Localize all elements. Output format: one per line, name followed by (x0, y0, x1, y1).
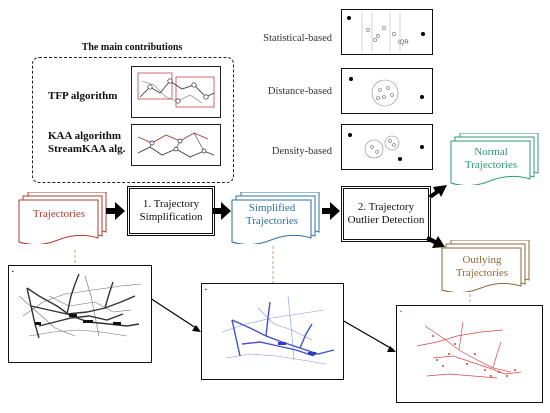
simplified-trajectories-plot: ▪ (201, 283, 344, 380)
trajectory-simplification-step: 1. Trajectory Simplification (127, 186, 215, 236)
arrow-to-outlying-icon (426, 236, 445, 248)
trajectory-outlier-detection-step: 2. Trajectory Outlier Detection (341, 186, 431, 242)
tfp-algorithm-label: TFP algorithm (48, 90, 118, 102)
trajectories-document-stack (18, 192, 107, 244)
outlying-document-stack (441, 240, 530, 292)
simplified-trajectories-label: Simplified Trajectories (245, 202, 299, 227)
outlying-trajectories-label: Outlying Trajectories (455, 254, 509, 279)
svg-text:▪: ▪ (12, 269, 14, 275)
svg-text:▪: ▪ (205, 287, 207, 293)
simplified-document-stack (231, 192, 320, 244)
statistical-based-label: Statistical-based (263, 33, 332, 44)
arrow-to-simplification-icon (106, 202, 125, 220)
arrow-to-normal-icon (428, 185, 447, 198)
density-based-label: Density-based (271, 146, 332, 157)
arrow-to-outlier-detection-icon (322, 202, 340, 220)
arrow-to-simplified-icon (213, 202, 231, 220)
iqr-label: IQR (398, 40, 409, 46)
kaa-thumbnail (131, 124, 221, 166)
normal-document-stack (450, 133, 539, 185)
kaa-algorithm-label: KAA algorithm (48, 130, 122, 142)
svg-text:▪: ▪ (400, 309, 402, 315)
trajectory-outlier-detection-label: 2. Trajectory Outlier Detection (347, 201, 425, 226)
trajectory-simplification-label: 1. Trajectory Simplification (139, 198, 203, 223)
density-panel (341, 124, 433, 170)
trajectories-label: Trajectories (32, 208, 86, 220)
arrow-plot2-to-plot3-icon (387, 346, 396, 352)
outlying-trajectories-plot: ▪ (396, 305, 543, 403)
tfp-thumbnail (131, 66, 221, 118)
main-contributions-box (32, 57, 234, 183)
distance-based-label: Distance-based (267, 86, 332, 97)
arrow-plot1-to-plot2-icon (192, 325, 201, 332)
main-contributions-title: The main contributions (81, 42, 183, 53)
raw-trajectories-plot: ▪ (8, 265, 152, 363)
normal-trajectories-label: Normal Trajectories (464, 146, 518, 171)
distance-panel (341, 68, 433, 114)
statistical-panel: IQR (341, 9, 433, 55)
streamkaa-algorithm-label: StreamKAA alg. (48, 143, 126, 155)
